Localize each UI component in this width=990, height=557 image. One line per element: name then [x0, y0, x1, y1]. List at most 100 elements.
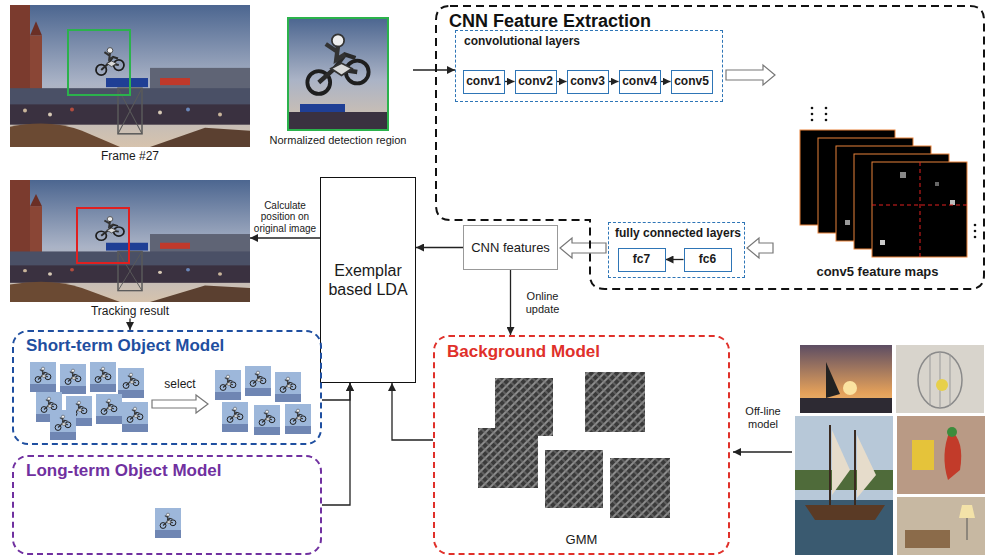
node-text: conv4 [622, 74, 657, 88]
feature-map-stack [800, 107, 976, 257]
offline-photos-part [947, 427, 957, 437]
offline-photos-part [826, 362, 840, 398]
connector-arrow [666, 259, 684, 260]
layer-box: fc6 [684, 248, 732, 272]
note-label: Off-line model [735, 405, 791, 430]
feature-map-stack-part [811, 113, 814, 116]
object-samples-part [118, 368, 144, 398]
feature-map-stack-part [811, 119, 814, 122]
object-samples-part [30, 362, 56, 392]
gmm-pattern-part [545, 450, 603, 508]
node-text: conv5 [674, 74, 709, 88]
offline-photos [795, 345, 985, 555]
caption-text: Tracking result [10, 304, 250, 318]
region-title: Background Model [447, 342, 716, 362]
gmm-pattern-part [545, 450, 603, 508]
offline-photos-part [800, 398, 892, 413]
block-arrow [560, 238, 606, 258]
block-arrow [747, 238, 773, 258]
video-frame [10, 5, 250, 147]
layer-box: conv4 [619, 70, 661, 94]
detection-crop [288, 18, 388, 130]
gmm-pattern-part [478, 428, 538, 488]
feature-map-stack-part [811, 107, 814, 110]
region-title: Long-term Object Model [26, 461, 308, 481]
process-box: Exemplar based LDA [320, 177, 416, 383]
layer-box: conv2 [515, 70, 557, 94]
connector-arrow [250, 237, 320, 238]
feature-maps: conv5 feature maps [775, 70, 980, 280]
object-samples-part [96, 394, 122, 424]
object-samples-part [215, 370, 241, 400]
feature-map-stack-part [872, 162, 967, 257]
model-region: Long-term Object Model [12, 455, 322, 555]
caption-text: Normalized detection region [263, 134, 413, 147]
tracking-frame-part [77, 208, 129, 263]
object-samples-part [285, 404, 311, 434]
object-samples-part [90, 362, 116, 392]
object-samples-part [50, 410, 76, 440]
offline-photos-part [918, 352, 962, 408]
feature-map-stack-part [880, 240, 885, 245]
node-text: conv2 [518, 74, 553, 88]
feature-map-stack-part [825, 113, 828, 116]
object-samples-part [155, 508, 181, 538]
caption-text: conv5 feature maps [775, 264, 980, 280]
layer-box: conv1 [463, 70, 505, 94]
video-frame-part [10, 5, 250, 147]
connector-arrow [661, 81, 671, 82]
object-samples-part [122, 402, 148, 432]
layer-group: convolutional layers conv1 conv2 conv3 conv4… [455, 30, 723, 102]
offline-photos-part [905, 530, 950, 548]
region-title: CNN Feature Extraction [449, 11, 971, 32]
object-samples-part [60, 364, 86, 394]
connector-arrow [322, 383, 350, 400]
feature-map-stack-part [935, 182, 939, 186]
node-text: fc7 [633, 252, 650, 266]
feature-map-stack-part [900, 172, 906, 178]
offline-photos-part [959, 505, 975, 518]
feature-map-stack-part [974, 236, 977, 239]
object-samples-part [275, 372, 301, 402]
region-title: convolutional layers [464, 34, 714, 48]
detection-crop-part [300, 104, 345, 112]
offline-photos-part [795, 416, 893, 555]
offline-photos-part [830, 425, 855, 505]
offline-photos-part [930, 352, 950, 408]
gmm-pattern [478, 372, 670, 518]
model-region: Background ModelGMM [433, 335, 730, 555]
node-text: Exemplar based LDA [325, 261, 411, 299]
layer-box: fc7 [618, 248, 666, 272]
tracking-frame [10, 180, 250, 302]
node-text: CNN features [471, 240, 550, 256]
node-text: conv3 [570, 74, 605, 88]
tracking-frame-part [10, 180, 250, 302]
gmm-pattern-part [610, 458, 670, 518]
image-panel: Frame #27 [10, 5, 250, 163]
process-box: CNN features [463, 225, 558, 270]
connector-arrow [416, 247, 463, 248]
connector-arrow [392, 383, 433, 440]
region-title: Short-term Object Model [26, 336, 308, 356]
feature-map-stack-part [974, 224, 977, 227]
connector-arrow [557, 81, 567, 82]
gmm-pattern-part [585, 372, 645, 432]
object-samples-part [245, 366, 271, 396]
offline-photos-part [936, 379, 948, 391]
offline-photos-part [897, 416, 985, 494]
image-panel: Normalized detection region [263, 18, 413, 147]
edge-label: Calculate position on original image [250, 200, 320, 235]
offline-photos-part [805, 505, 885, 520]
connector-arrow [129, 318, 130, 330]
connector-arrow [413, 69, 455, 70]
feature-map-stack-part [920, 162, 921, 257]
detection-crop-part [288, 18, 388, 130]
feature-map-stack-part [974, 230, 977, 233]
connector-arrow [322, 383, 350, 505]
detection-crop-part [307, 34, 368, 94]
layer-box: conv3 [567, 70, 609, 94]
offline-photos-part [795, 500, 893, 555]
gmm-pattern-part [495, 378, 553, 436]
